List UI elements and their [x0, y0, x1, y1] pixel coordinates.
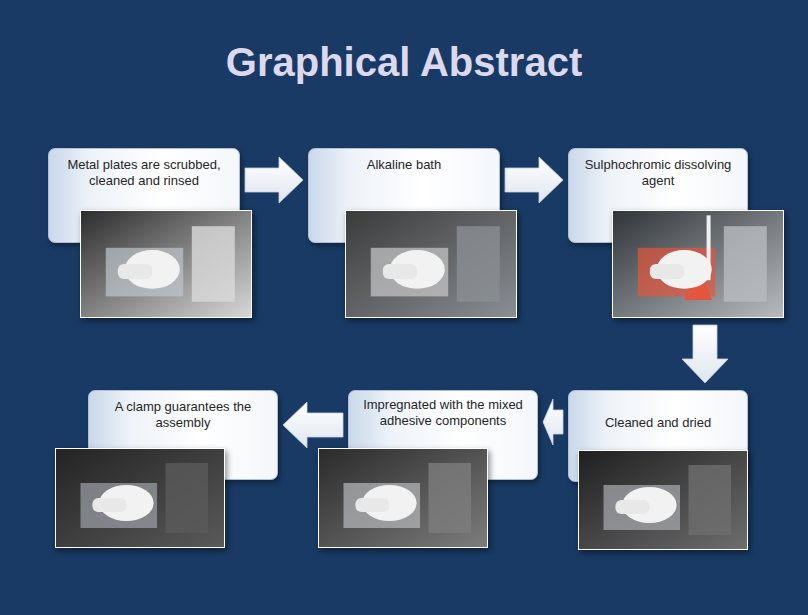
- step-photo: [55, 448, 225, 548]
- step-label: A clamp guarantees the assembly: [99, 399, 267, 431]
- step-label: Alkaline bath: [319, 157, 489, 173]
- step-label: Metal plates are scrubbed, cleaned and r…: [59, 157, 229, 189]
- step-label: Cleaned and dried: [579, 415, 737, 431]
- step-label: Impregnated with the mixed adhesive comp…: [359, 397, 527, 429]
- step-photo: [612, 210, 784, 318]
- process-box: Sulphochromic dissolving agent: [568, 148, 748, 243]
- block-arrow: [505, 157, 563, 203]
- process-box: A clamp guarantees the assembly: [88, 390, 278, 480]
- step-photo: [318, 448, 488, 548]
- step-photo: [80, 210, 252, 318]
- process-box: Cleaned and dried: [568, 390, 748, 482]
- process-box: Metal plates are scrubbed, cleaned and r…: [48, 148, 240, 243]
- step-photo: [578, 450, 748, 550]
- diagram-title: Graphical Abstract: [0, 40, 808, 85]
- block-arrow: [283, 402, 343, 448]
- block-arrow: [245, 157, 303, 203]
- process-box: Alkaline bath: [308, 148, 500, 243]
- step-label: Sulphochromic dissolving agent: [579, 157, 737, 189]
- process-box: Impregnated with the mixed adhesive comp…: [348, 390, 538, 480]
- block-arrow: [682, 325, 728, 383]
- step-photo: [345, 210, 517, 318]
- block-arrow: [543, 399, 563, 445]
